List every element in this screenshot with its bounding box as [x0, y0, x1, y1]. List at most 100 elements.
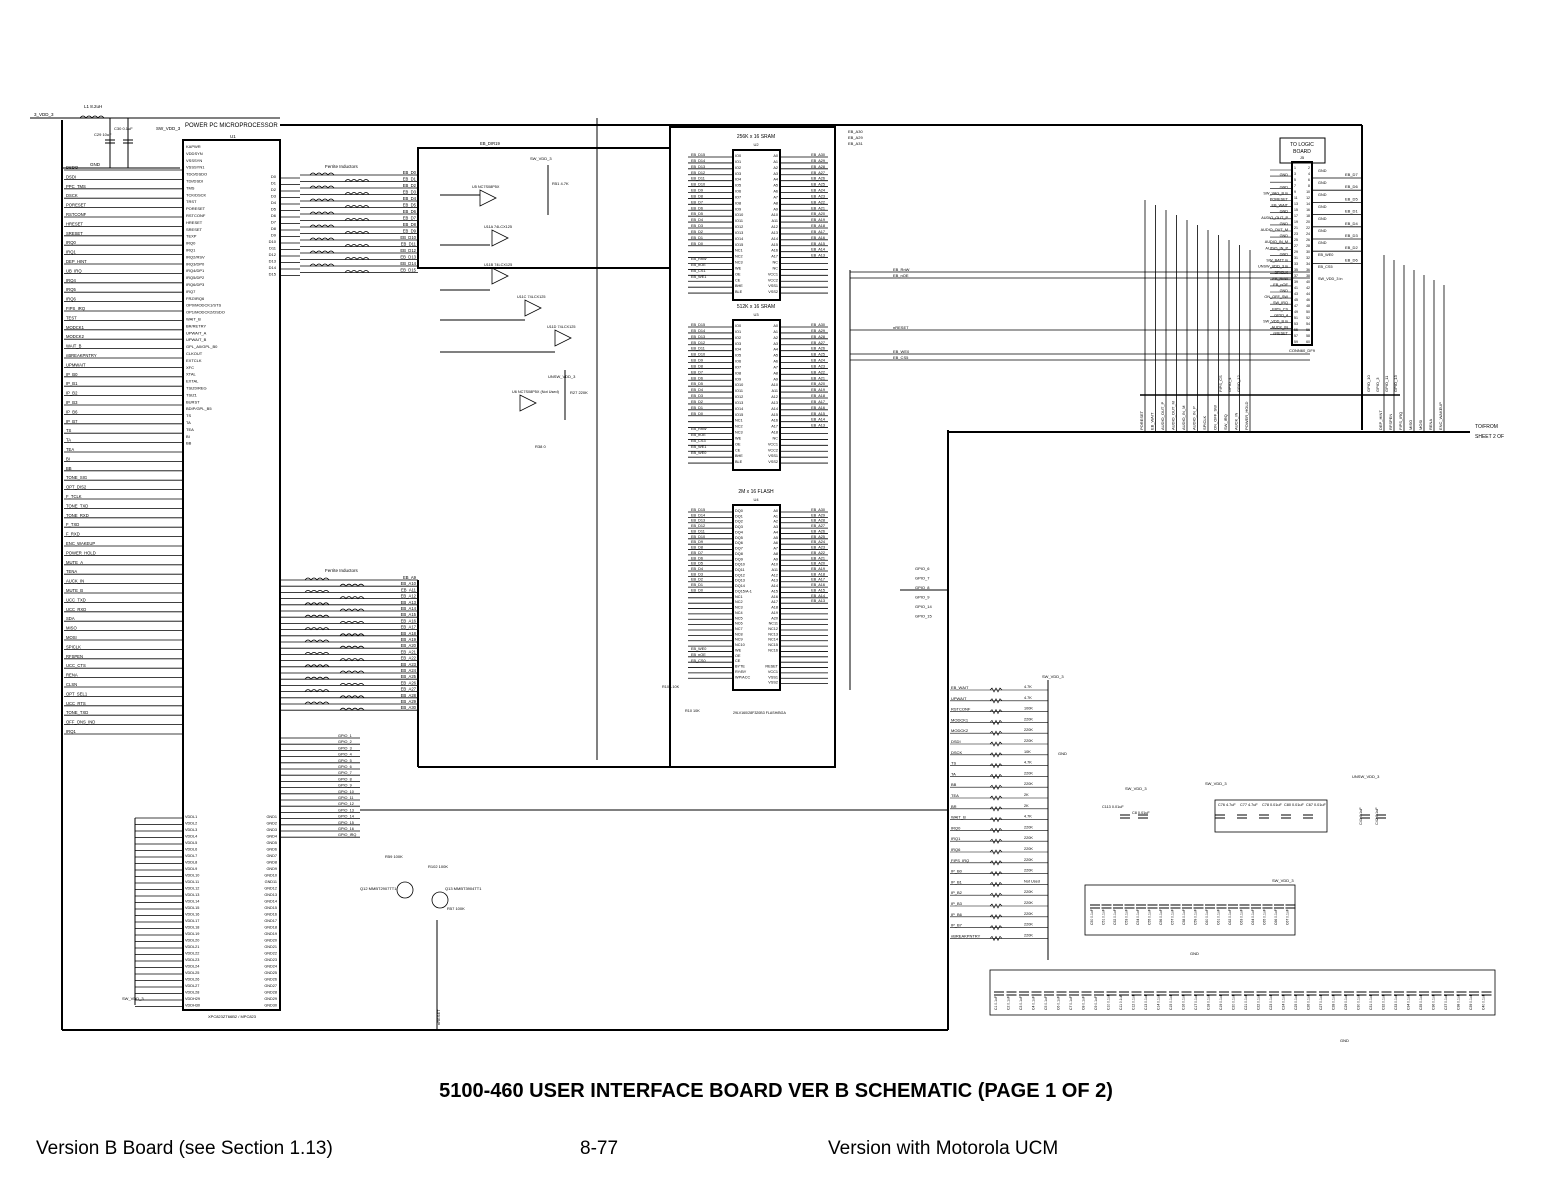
bus-gpio-label: FIPS_CS: [1218, 375, 1223, 392]
net-label: FIPS_IRQ: [66, 306, 86, 311]
net-label: EB_A15: [811, 412, 825, 416]
connector-pin-number: 51: [1294, 316, 1298, 320]
net-label: EB_D4: [691, 388, 703, 392]
flash-pin-label: DQ5: [735, 536, 743, 540]
sram-512k-pin-label: WE: [735, 436, 742, 440]
connector-net-label: GND: [1318, 205, 1327, 209]
ferrite-inductor: [344, 231, 370, 235]
gpio-label: GPIO_5: [338, 759, 352, 763]
net-label: EB_A22: [811, 200, 825, 204]
resistor-value: 220K: [1024, 923, 1033, 927]
connector-net-label: nRESET: [1273, 332, 1288, 336]
connector-net-label: EB_nOE: [1273, 283, 1288, 287]
ferrite-inductor: [339, 633, 365, 637]
connector-pin-number: 11: [1294, 196, 1298, 200]
net-label: PORESET: [66, 203, 86, 208]
capacitor-label: C58 0.1uF: [1182, 909, 1186, 925]
processor-pin-label: UPWAIT_B: [186, 337, 207, 342]
sram-256k-pin-label: A1: [773, 160, 778, 164]
flash-pin-label: DQ8: [735, 552, 743, 556]
gpio-label: GPIO_11: [338, 796, 354, 800]
processor-pin-label: XTAL: [186, 372, 196, 377]
sram-256k-pin-label: A0: [773, 154, 778, 158]
resistor-label: R27 220K: [570, 390, 588, 395]
sram-512k-box: [732, 319, 781, 471]
connector-pin-number: 1: [1294, 166, 1296, 170]
processor-data-pin: D15: [269, 272, 277, 277]
net-label: WAIT_B: [66, 344, 82, 349]
gnd-pin-label: GND26: [264, 978, 277, 982]
net-label: EB_D6: [691, 556, 703, 560]
ferrite-inductor: [304, 652, 330, 656]
gnd-pin-label: GND30: [264, 1004, 277, 1008]
connector-pin-number: 37: [1294, 274, 1298, 278]
gnd-pin-label: GND17: [264, 919, 277, 923]
decoupling-group: [1214, 799, 1328, 833]
bus-net-label: AUDIO_OUT_P: [1160, 401, 1165, 430]
sram-512k-pin-label: IO14: [735, 407, 743, 411]
ferrite-inductor: [339, 707, 365, 711]
connector-pin-number: 19: [1294, 220, 1298, 224]
sram-256k-pin-label: A7: [773, 195, 778, 199]
net-label: EB_A25: [811, 183, 825, 187]
net-label: EB_D7: [691, 200, 703, 204]
net-label: EB_D13: [691, 519, 705, 523]
footer-left: Version B Board (see Section 1.13): [36, 1138, 333, 1159]
control-net-label: EB_CS3: [691, 439, 706, 443]
net-label: EB_D8: [403, 222, 417, 227]
sram-256k-pin-label: A11: [772, 219, 778, 223]
gnd-pin-label: GND9: [266, 867, 277, 871]
capacitor-label: C27 0.1uF: [1319, 994, 1323, 1010]
ferrite-inductor: [309, 185, 335, 189]
connector-pin-number: 22: [1306, 226, 1310, 230]
inductor-l1: [79, 115, 105, 119]
connector-ref: J5: [1300, 155, 1305, 160]
connector-pin-number: 27: [1294, 244, 1298, 248]
sram-512k-pin-label: A8: [773, 371, 778, 375]
sram-256k-pin-label: IO9: [735, 207, 741, 211]
flash-pin-label: NC13: [768, 632, 778, 636]
flash-pin-label: RESET: [765, 665, 778, 669]
ferrite-inductor: [309, 172, 335, 176]
connector-pin-number: 26: [1306, 238, 1310, 242]
capacitor-label: C2 0.1uF: [1007, 996, 1011, 1010]
connector-pin-number: 45: [1294, 298, 1298, 302]
sram-512k-pin-label: A12: [771, 395, 778, 399]
net-label: EB_A22: [401, 656, 417, 661]
sram-512k-pin-label: A5: [773, 354, 778, 358]
ferrite-inductor: [309, 224, 335, 228]
net-label: EB_A27: [401, 687, 417, 692]
sram-256k-pin-label: A3: [773, 172, 778, 176]
connector-pin-number: 17: [1294, 214, 1298, 218]
capacitor-label: C76 4.7uF: [1218, 803, 1236, 807]
connector-pin-number: 28: [1306, 244, 1310, 248]
connector-net-label: AUDIO_OUT_M: [1261, 228, 1288, 232]
connector-pin-number: 23: [1294, 232, 1298, 236]
sram-256k-pin-label: IO0: [735, 154, 741, 158]
bus-gpio-label: GPIO_13: [1393, 375, 1398, 392]
control-net-label: EB_CS0: [691, 659, 706, 663]
pullup-net-label: nBREAKPNTRY: [951, 933, 981, 938]
net-label: TEA: [66, 447, 74, 452]
processor-pin-label: TDO/DSDO: [186, 172, 207, 177]
net-label: EB_D8: [691, 194, 703, 198]
processor-pin-label: TDI/DSDI: [186, 179, 203, 184]
connector-pin-number: 50: [1306, 310, 1310, 314]
net-label: EB_D4: [691, 218, 703, 222]
power-pin-label: VDDL9: [185, 867, 197, 871]
gnd-pin-label: GND27: [264, 984, 277, 988]
gnd-pin-label: GND25: [264, 971, 277, 975]
sram-512k-pin-label: NC: [773, 436, 779, 440]
net-label: DSDI: [66, 174, 76, 179]
net-label: MODCK2: [66, 334, 85, 339]
connector-pin-number: 9: [1294, 190, 1296, 194]
resistor-symbol: [989, 698, 1003, 704]
capacitor-label: C12 0.1uF: [1132, 994, 1136, 1010]
connector-net-label: GND: [1318, 229, 1327, 233]
net-label: IP_B7: [66, 419, 78, 424]
processor-pin-label: PORESET: [186, 206, 206, 211]
processor-pin-label: EXTAL: [186, 379, 199, 384]
power-pin-label: VDDH29: [185, 997, 200, 1001]
control-net-label: EB_RnW: [691, 257, 707, 261]
sram-256k-pin-label: A12: [771, 225, 778, 229]
